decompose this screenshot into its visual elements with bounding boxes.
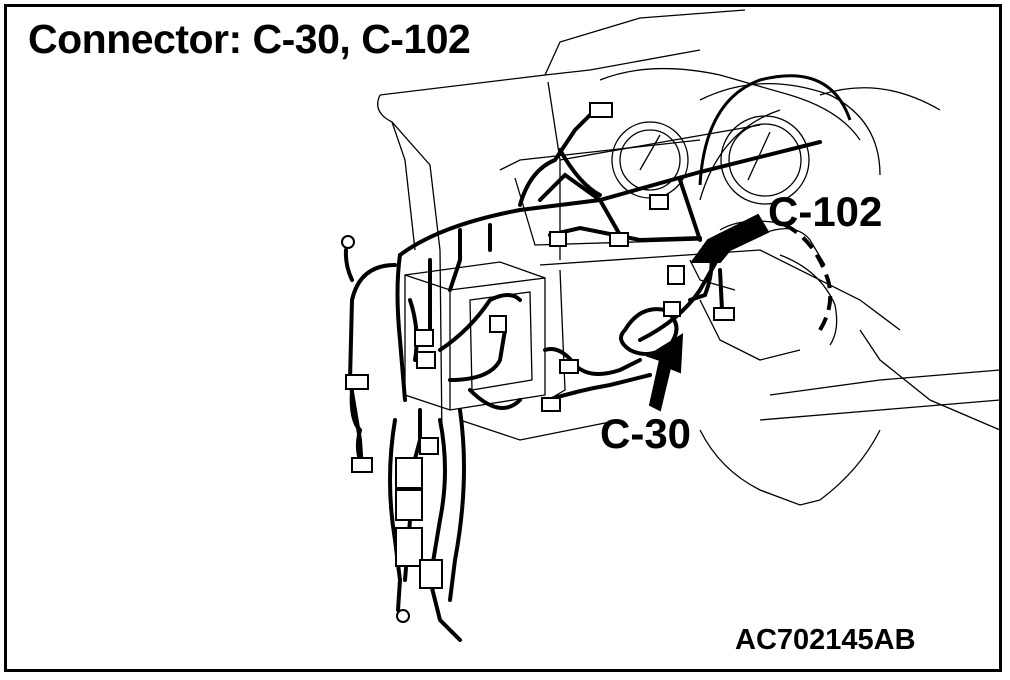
connector-box — [395, 489, 423, 521]
connector-box — [419, 559, 443, 589]
ground-terminal-icon — [396, 609, 410, 623]
connector-box — [649, 194, 669, 210]
connector-box — [609, 232, 629, 247]
connector-box — [541, 397, 561, 412]
ground-terminal-icon — [341, 235, 355, 249]
connector-box — [549, 231, 567, 247]
callout-label-c102: C-102 — [768, 188, 883, 235]
connector-box — [416, 351, 436, 369]
ground-terminals — [341, 235, 410, 623]
callout-arrows — [645, 213, 770, 412]
connectors — [345, 102, 735, 589]
connector-box — [419, 437, 439, 455]
connector-c30 — [663, 301, 681, 317]
connector-box — [414, 329, 434, 347]
page-title: Connector: C-30, C-102 — [28, 16, 471, 62]
figure-code: AC702145AB — [735, 624, 916, 656]
connector-box — [345, 374, 369, 390]
dashboard-outline — [377, 9, 1001, 506]
connector-box — [589, 102, 613, 118]
connector-box — [489, 315, 507, 333]
callout-label-c30: C-30 — [600, 410, 692, 457]
connector-box — [395, 527, 423, 567]
connector-c102 — [667, 265, 685, 285]
connector-box — [559, 359, 579, 374]
connector-box — [395, 457, 423, 489]
arrow-c102-icon — [690, 213, 770, 263]
arrow-c30-icon — [645, 333, 684, 412]
connector-box — [713, 307, 735, 321]
connector-box — [351, 457, 373, 473]
